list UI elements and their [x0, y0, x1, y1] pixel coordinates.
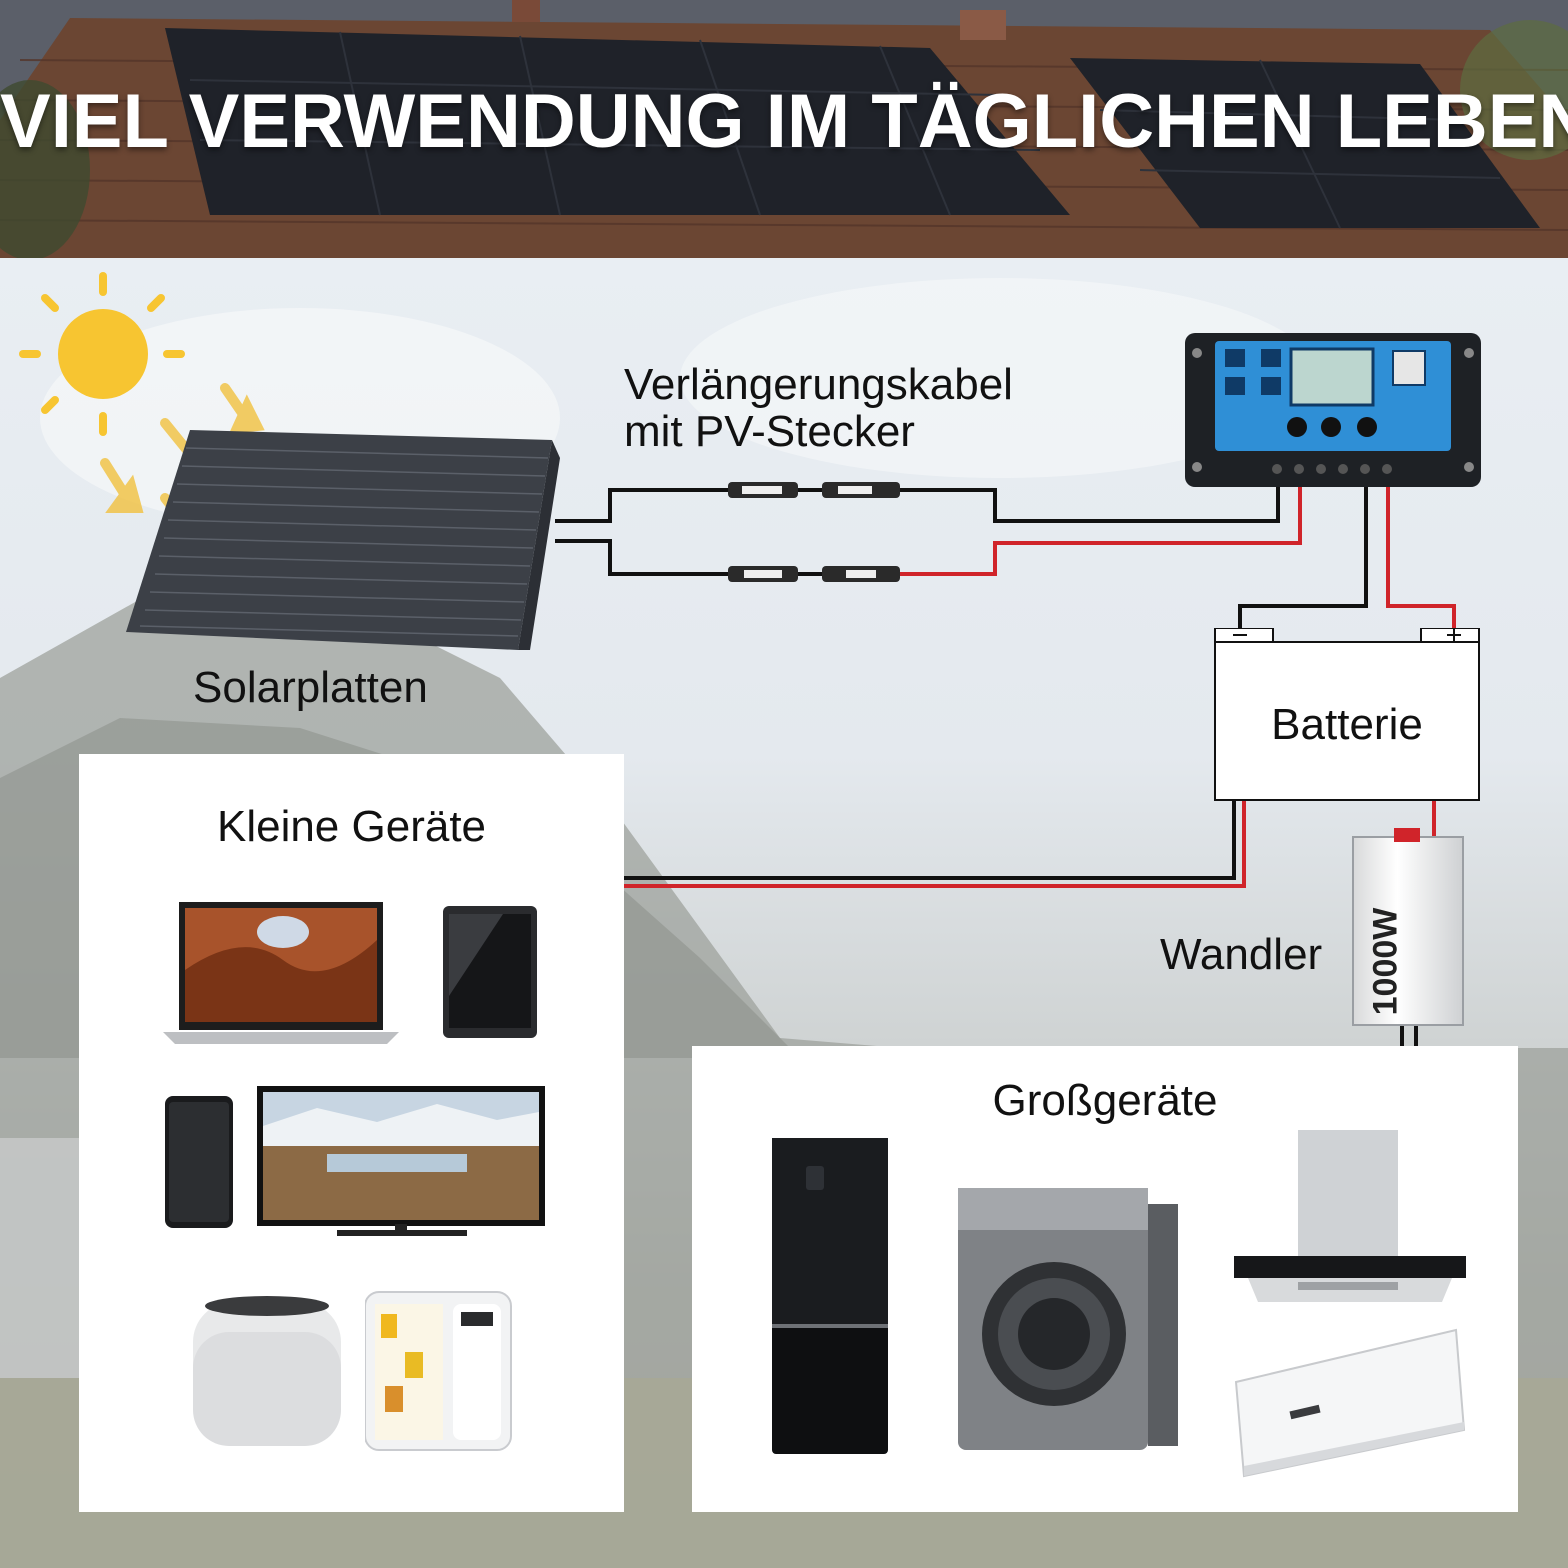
television-image — [257, 1086, 545, 1236]
cable-label-line2: mit PV-Stecker — [624, 407, 915, 456]
solar-panel-image — [126, 430, 560, 650]
large-devices-panel: Großgeräte — [692, 1046, 1518, 1512]
sun-icon — [19, 272, 185, 436]
small-devices-panel: Kleine Geräte — [79, 754, 624, 1512]
battery-label: Batterie — [1271, 700, 1423, 749]
cable-label-line1: Verlängerungskabel — [624, 360, 1013, 409]
pv-connector-top — [728, 482, 900, 498]
wiring-diagram — [555, 482, 1456, 1046]
smartphone-image — [165, 1096, 233, 1228]
range-hood-image — [1234, 1130, 1466, 1302]
inverter-terminal — [1394, 828, 1420, 842]
inverter-rating: 1000W — [1366, 907, 1405, 1016]
inverter-device: 1000W — [1352, 828, 1464, 1026]
mini-fridge-image — [365, 1291, 512, 1451]
roof-illustration — [0, 0, 1568, 258]
tablet-image — [443, 906, 537, 1038]
battery-box: Batterie — [1213, 628, 1480, 801]
air-conditioner-image — [1234, 1328, 1466, 1478]
inverter-label: Wandler — [1160, 930, 1323, 979]
refrigerator-image — [772, 1138, 888, 1454]
laptop-image — [163, 902, 399, 1044]
solar-panel-label: Solarplatten — [193, 663, 428, 712]
charge-controller-image — [1185, 333, 1481, 487]
large-devices-title: Großgeräte — [992, 1076, 1218, 1125]
humidifier-image — [193, 1296, 341, 1446]
small-devices-title: Kleine Geräte — [216, 802, 487, 851]
pv-connector-bottom — [728, 566, 900, 582]
washing-machine-image — [958, 1188, 1178, 1450]
diagram-stage: Solarplatten Verlängerungskabel mit PV-S… — [0, 258, 1568, 1568]
battery-icon — [1214, 628, 1480, 801]
cable-label: Verlängerungskabel mit PV-Stecker — [624, 361, 1013, 455]
hero-banner: VIEL VERWENDUNG IM TÄGLICHEN LEBEN — [0, 0, 1568, 258]
page-title: VIEL VERWENDUNG IM TÄGLICHEN LEBEN — [0, 79, 1568, 164]
